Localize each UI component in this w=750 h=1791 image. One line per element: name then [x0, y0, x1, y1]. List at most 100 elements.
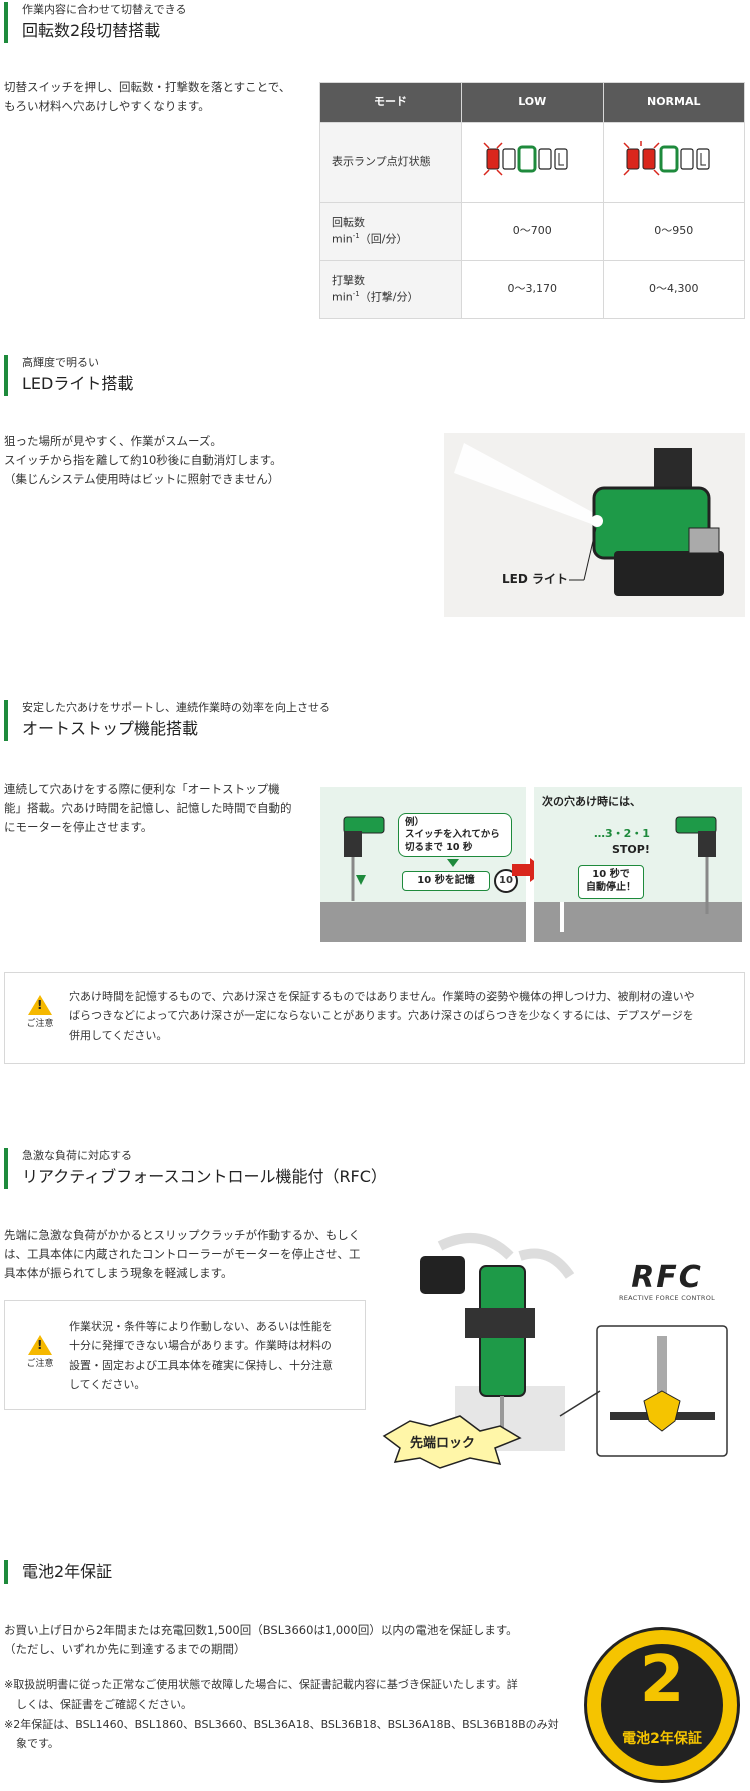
table-row-label: 打撃数 min-1（打撃/分） — [319, 260, 462, 319]
unit-base: min — [332, 232, 353, 246]
rfc-drill-illustration — [382, 1233, 728, 1469]
row-unit: min-1（打撃/分） — [332, 289, 461, 306]
section-title: 電池2年保証 — [22, 1562, 113, 1581]
row-unit: min-1（回/分） — [332, 231, 461, 248]
caution-line: 穴あけ時間を記憶するもので、穴あけ深さを保証するものではありません。作業時の姿勢… — [69, 990, 695, 1003]
section-subtitle: 高輝度で明るい — [22, 356, 99, 369]
section-text: 狙った場所が見やすく、作業がスムーズ。 スイッチから指を離して約10秒後に自動消… — [4, 432, 282, 489]
note-line: しくは、保証書をご確認ください。 — [16, 1697, 192, 1711]
unit-sup: -1 — [352, 290, 360, 299]
caution-line: 十分に発揮できない場合があります。作業時は材料の — [69, 1339, 332, 1353]
mode-table: モード LOW NORMAL 表示ランプ点灯状態 — [319, 82, 745, 319]
caution-line: 作業状況・条件等により作動しない、あるいは性能を — [69, 1320, 333, 1333]
auto-stop-box: 10 秒で 自動停止！ — [578, 865, 644, 899]
table-header: NORMAL — [602, 82, 745, 123]
table-header: モード — [319, 82, 462, 123]
section-header-warranty: 電池2年保証 — [4, 1560, 112, 1584]
table-cell: 0～700 — [461, 202, 604, 261]
stop-text: STOP! — [612, 843, 650, 856]
drill-icon — [675, 816, 717, 914]
drill-icon — [343, 816, 385, 901]
rfc-logo: RFC REACTIVE FORCE CONTROL — [602, 1263, 732, 1304]
rfc-logo-text: RFC — [631, 1260, 703, 1295]
text-line: 切替スイッチを押し、回転数・打撃数を落とすことで、 — [4, 80, 291, 94]
text-line: もろい材料へ穴あけしやすくなります。 — [4, 98, 210, 113]
autostop-figure-left: 例） スイッチを入れてから 切るまで 10 秒 10 秒を記憶 10 — [320, 787, 526, 942]
memory-box: 10 秒を記憶 — [402, 871, 490, 891]
section-subtitle: 急激な負荷に対応する — [22, 1149, 132, 1162]
note-line: 象です。 — [16, 1737, 59, 1751]
badge-inner — [601, 1644, 723, 1766]
unit-base: min — [332, 290, 353, 304]
unit-sup: -1 — [352, 232, 360, 241]
unit-rest: （打撃/分） — [359, 290, 419, 304]
section-subtitle: 安定した穴あけをサポートし、連続作業時の効率を向上させる — [22, 701, 330, 714]
section-text: 連続して穴あけをする際に便利な「オートストップ機 能」搭載。穴あけ時間を記憶し、… — [4, 780, 292, 837]
caution-icon: ! ご注意 — [23, 995, 57, 1032]
triangle-icon — [447, 859, 459, 867]
text-line: は、工具本体に内蔵されたコントローラーがモーターを停止させ、工 — [4, 1246, 361, 1261]
section-title: 回転数2段切替搭載 — [22, 20, 161, 40]
caution-box-autostop: ! ご注意 穴あけ時間を記憶するもので、穴あけ深さを保証するものではありません。… — [4, 972, 745, 1064]
bubble-line: 例） — [405, 817, 425, 828]
auto-line: 10 秒で — [592, 869, 630, 880]
text-line: 狙った場所が見やすく、作業がスムーズ。 — [4, 434, 222, 448]
lock-label: 先端ロック — [410, 1436, 476, 1451]
rfc-illustration: 先端ロック — [380, 1226, 730, 1476]
warranty-notes: ※取扱説明書に従った正常なご使用状態で故障した場合に、保証書記載内容に基づき保証… — [4, 1675, 559, 1754]
table-cell: 0～950 — [602, 202, 745, 261]
auto-line: 自動停止！ — [586, 882, 636, 893]
text-line: にモーターを停止させます。 — [4, 819, 153, 834]
bubble-line: スイッチを入れてから — [405, 829, 500, 841]
section-title: オートストップ機能搭載 — [22, 718, 199, 738]
caution-line: 設置・固定および工具本体を確実に保持し、十分注意 — [69, 1358, 333, 1372]
concrete-floor — [320, 902, 526, 942]
caution-box-rfc: ! ご注意 作業状況・条件等により作動しない、あるいは性能を 十分に発揮できない… — [4, 1300, 366, 1410]
text-line: 先端に急激な負荷がかかるとスリップクラッチが作動するか、もしく — [4, 1228, 361, 1242]
caution-text: 穴あけ時間を記憶するもので、穴あけ深さを保証するものではありません。作業時の姿勢… — [69, 987, 695, 1045]
lamp-indicator-normal-icon — [623, 141, 710, 176]
text-line: スイッチから指を離して約10秒後に自動消灯します。 — [4, 452, 282, 467]
bubble-line: 切るまで 10 秒 — [405, 841, 473, 853]
led-light-label: LED ライト — [502, 572, 568, 586]
rfc-logo-sub: REACTIVE FORCE CONTROL — [618, 1294, 716, 1302]
drill-led-illustration — [454, 443, 724, 596]
warranty-badge: 2 電池2年保証 — [584, 1627, 740, 1783]
section-header-speed: 作業内容に合わせて切替えできる 回転数2段切替搭載 — [4, 2, 186, 43]
caution-icon: ! ご注意 — [23, 1335, 57, 1372]
badge-text: 電池2年保証 — [622, 1731, 702, 1747]
text-line: 具本体が振られてしまう現象を軽減します。 — [4, 1265, 233, 1280]
text-line: （集じんシステム使用時はビットに照射できません） — [4, 471, 280, 486]
table-cell: 0～3,170 — [461, 260, 604, 319]
caution-label: ご注意 — [26, 1019, 54, 1029]
lamp-normal — [602, 122, 745, 203]
note-line: ※2年保証は、BSL1460、BSL1860、BSL3660、BSL36A18、… — [4, 1717, 559, 1731]
timer-icon: 10 — [494, 869, 518, 893]
speech-bubble: 例） スイッチを入れてから 切るまで 10 秒 — [398, 813, 512, 857]
caution-label: ご注意 — [26, 1359, 54, 1369]
text-line: お買い上げ日から2年間または充電回数1,500回（BSL3660は1,000回）… — [4, 1623, 518, 1637]
row-label-text: 打撃数 — [332, 273, 365, 287]
section-subtitle: 作業内容に合わせて切替えできる — [22, 3, 187, 16]
table-header: LOW — [461, 82, 604, 123]
fig-heading: 次の穴あけ時には、 — [542, 795, 641, 808]
table-row-label: 回転数 min-1（回/分） — [319, 202, 462, 261]
row-label-text: 回転数 — [332, 215, 365, 229]
caution-line: 併用してください。 — [69, 1028, 168, 1042]
caution-text: 作業状況・条件等により作動しない、あるいは性能を 十分に発揮できない場合がありま… — [69, 1317, 333, 1394]
countdown-text: …3・2・1 — [594, 827, 650, 840]
lamp-low — [461, 122, 604, 203]
text-line: 連続して穴あけをする際に便利な「オートストップ機 — [4, 782, 280, 796]
section-text: 切替スイッチを押し、回転数・打撃数を落とすことで、 もろい材料へ穴あけしやすくな… — [4, 78, 290, 116]
section-title: リアクティブフォースコントロール機能付（RFC） — [22, 1166, 387, 1186]
badge-number: 2 — [639, 1643, 685, 1717]
text-line: 能」搭載。穴あけ時間を記憶し、記憶した時間で自動的 — [4, 800, 292, 815]
hole-mark — [560, 902, 564, 932]
caution-line: ばらつきなどによって穴あけ深さが一定にならないことがあります。穴あけ深さのばらつ… — [69, 1009, 694, 1023]
led-light-image: LED ライト — [444, 433, 745, 617]
table-row-label: 表示ランプ点灯状態 — [319, 122, 462, 203]
table-cell: 0～4,300 — [602, 260, 745, 319]
section-header-autostop: 安定した穴あけをサポートし、連続作業時の効率を向上させる オートストップ機能搭載 — [4, 700, 330, 741]
text-line: （ただし、いずれか先に到達するまでの期間） — [4, 1641, 246, 1656]
down-arrow-icon — [356, 875, 366, 885]
